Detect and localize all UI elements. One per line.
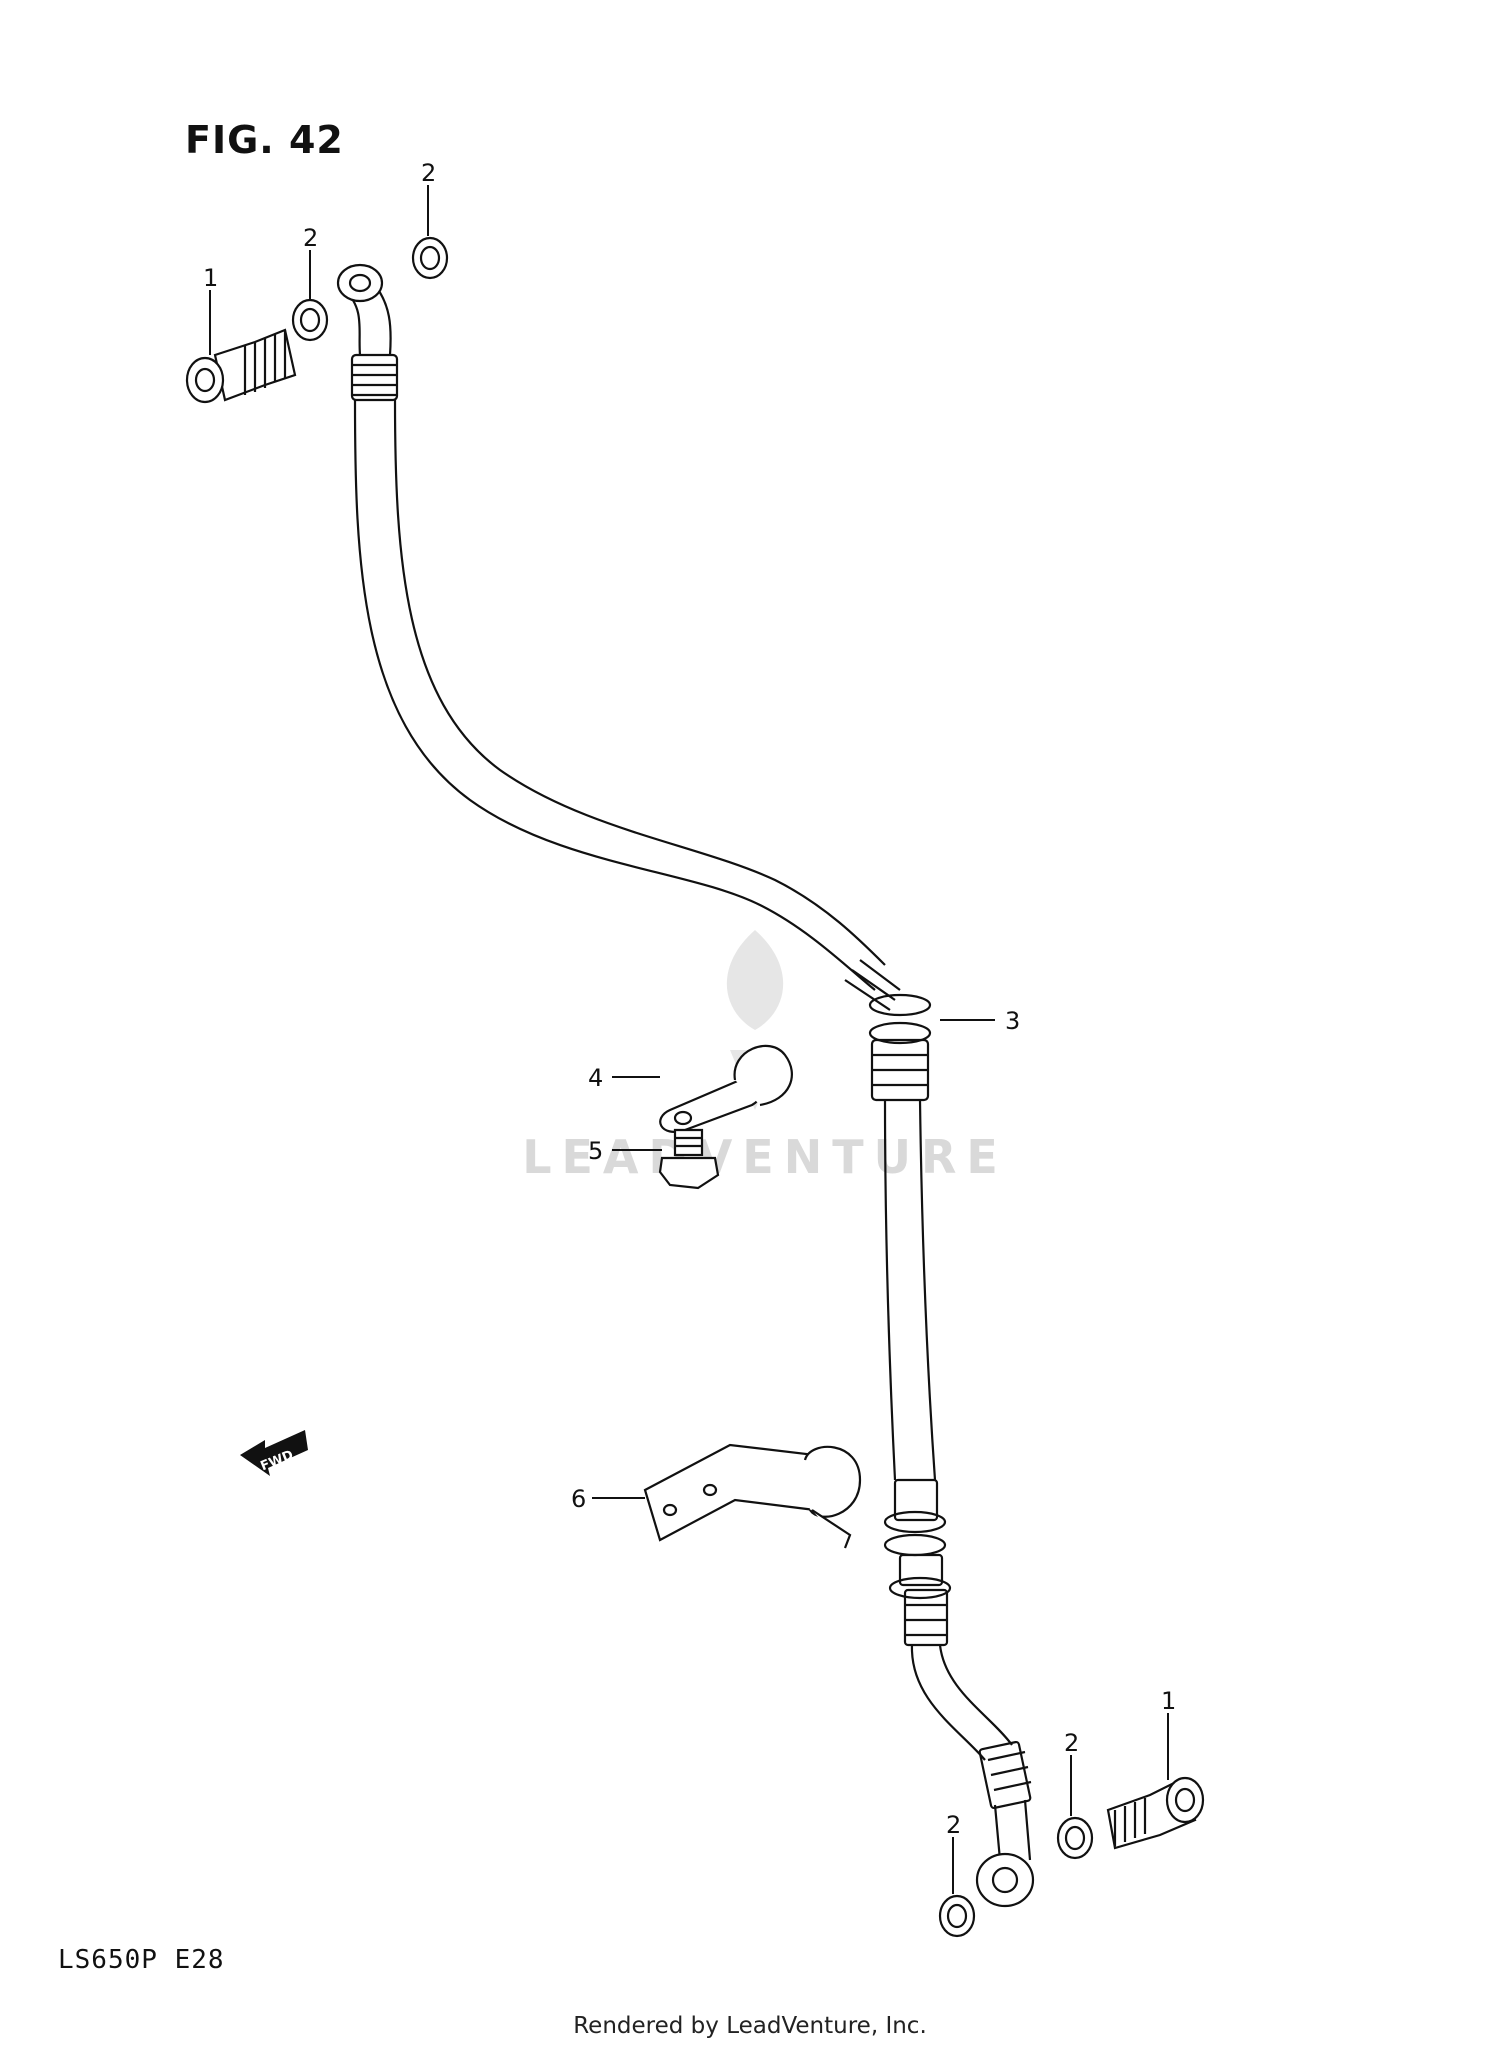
hose-clamp[interactable] <box>659 1044 793 1133</box>
callout-2-a: 2 <box>303 224 318 252</box>
brake-hose[interactable] <box>336 263 1035 1908</box>
callout-leaders <box>209 185 1169 1894</box>
callout-labels: 1 2 2 3 4 5 6 1 2 2 <box>203 159 1176 1839</box>
union-bolt-bottom[interactable] <box>1106 1776 1205 1850</box>
callout-1-bottom: 1 <box>1161 1687 1176 1715</box>
gasket-washers[interactable] <box>291 236 1094 1938</box>
callout-3: 3 <box>1005 1007 1020 1035</box>
callout-6: 6 <box>571 1485 586 1513</box>
figure-title: FIG. 42 <box>185 118 344 162</box>
hose-bracket[interactable] <box>643 1443 862 1549</box>
model-code: LS650P E28 <box>58 1945 225 1975</box>
callout-4: 4 <box>588 1064 603 1092</box>
footer-credit: Rendered by LeadVenture, Inc. <box>573 2013 927 2039</box>
callout-5: 5 <box>588 1137 603 1165</box>
watermark: LEADVENTURE <box>522 1130 1008 1184</box>
union-bolt-top[interactable] <box>185 328 297 404</box>
callout-1-top: 1 <box>203 264 218 292</box>
callout-2-d: 2 <box>946 1811 961 1839</box>
callout-2-b: 2 <box>421 159 436 187</box>
fwd-arrow-icon: FWD <box>240 1430 308 1476</box>
callout-2-c: 2 <box>1064 1729 1079 1757</box>
clamp-bolt[interactable] <box>658 1128 720 1190</box>
